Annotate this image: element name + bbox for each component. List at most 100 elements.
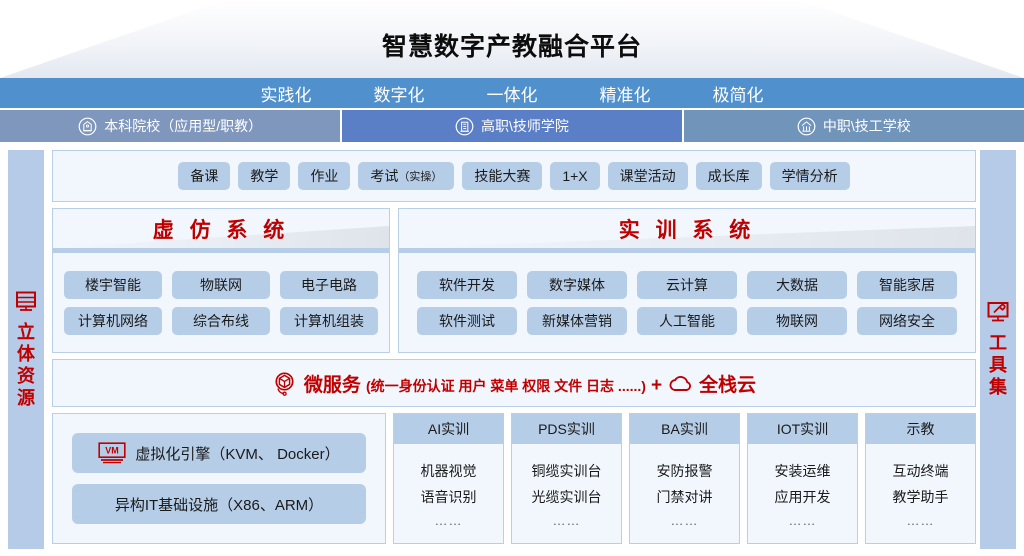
lab-card-header: PDS实训 — [512, 414, 621, 444]
microservice-text: 微服务 (统一身份认证 用户 菜单 权限 文件 日志 ......) + — [304, 370, 662, 397]
keyword-4: 极简化 — [712, 85, 764, 105]
keyword-2: 一体化 — [486, 85, 538, 105]
system-chip-xu_fang-0-2[interactable]: 电子电路 — [280, 270, 378, 299]
teaching-chip-label: 考试 — [370, 168, 399, 184]
teaching-chip-3[interactable]: 考试（实操） — [358, 162, 455, 190]
system-chip-shi_xun-0-1[interactable]: 数字媒体 — [527, 270, 627, 299]
school-tab-label: 中职\技工学校 — [822, 118, 911, 134]
system-chip-shi_xun-0-0[interactable]: 软件开发 — [417, 270, 517, 299]
lab-card-1[interactable]: PDS实训铜缆实训台光缆实训台 …… — [511, 413, 622, 544]
lab-item: 机器视觉 — [420, 463, 477, 479]
lab-item: 安装运维 — [774, 463, 831, 479]
lab-card-body: 互动终端教学助手…… — [866, 444, 975, 543]
cloud-icon — [668, 373, 693, 393]
rail-char-3: 源 — [17, 387, 35, 408]
system-chip-row: 楼宇智能物联网电子电路 — [64, 270, 378, 299]
university-icon — [78, 117, 97, 136]
left-rail-label: 立体资源 — [17, 322, 35, 410]
microservice-bar: 微服务 (统一身份认证 用户 菜单 权限 文件 日志 ......) + 全栈云 — [52, 359, 976, 407]
system-chip-xu_fang-1-0[interactable]: 计算机网络 — [64, 306, 162, 335]
infrastructure-chip-label: 异构IT基础设施（X86、ARM） — [114, 496, 324, 514]
lab-card-2[interactable]: BA实训安防报警门禁对讲…… — [629, 413, 740, 544]
teaching-chip-7[interactable]: 成长库 — [695, 162, 762, 190]
lab-card-body: 铜缆实训台光缆实训台 …… — [512, 444, 621, 543]
svg-text:VM: VM — [106, 445, 120, 455]
lab-card-header: IOT实训 — [748, 414, 857, 444]
teaching-chip-label: 成长库 — [707, 168, 750, 184]
system-chip-xu_fang-1-2[interactable]: 计算机组装 — [280, 306, 378, 335]
lab-card-4[interactable]: 示教互动终端教学助手…… — [865, 413, 976, 544]
system-chip-xu_fang-0-1[interactable]: 物联网 — [172, 270, 270, 299]
lab-item: …… — [906, 513, 935, 528]
system-chip-shi_xun-0-2[interactable]: 云计算 — [637, 270, 737, 299]
system-header: 实 训 系 统 — [399, 209, 975, 253]
teaching-chip-label: 课堂活动 — [619, 168, 676, 184]
rail-char-0: 工 — [989, 333, 1007, 354]
toolset-monitor-icon — [986, 300, 1010, 324]
school-icon — [797, 117, 816, 136]
system-chip-xu_fang-1-1[interactable]: 综合布线 — [172, 306, 270, 335]
lab-item: …… — [552, 513, 581, 528]
system-title: 虚 仿 系 统 — [152, 218, 290, 242]
system-chip-row: 计算机网络综合布线计算机组装 — [64, 306, 378, 335]
school-tab-label: 高职\技师学院 — [481, 118, 569, 134]
teaching-chip-1[interactable]: 教学 — [238, 162, 291, 190]
infrastructure-chip-label: 虚拟化引擎（KVM、 Docker） — [135, 445, 340, 463]
infrastructure-chip-1[interactable]: 异构IT基础设施（X86、ARM） — [72, 484, 366, 524]
microservice-main-label: 微服务 — [303, 374, 361, 396]
school-tab-0[interactable]: 本科院校（应用型/职教） — [0, 110, 341, 142]
lab-card-header: AI实训 — [394, 414, 503, 444]
school-tab-2[interactable]: 中职\技工学校 — [683, 110, 1024, 142]
system-header: 虚 仿 系 统 — [53, 209, 389, 253]
lab-item: 光缆实训台 — [531, 489, 602, 505]
lab-item: 铜缆实训台 — [531, 463, 602, 479]
page-title: 智慧数字产教融合平台 — [381, 33, 642, 61]
teaching-chip-0[interactable]: 备课 — [178, 162, 231, 190]
teaching-chip-8[interactable]: 学情分析 — [769, 162, 850, 190]
system-chip-row: 软件测试新媒体营销人工智能物联网网络安全 — [417, 306, 957, 335]
system-chip-shi_xun-1-4[interactable]: 网络安全 — [857, 306, 957, 335]
rail-char-2: 集 — [989, 376, 1007, 397]
system-chip-shi_xun-1-3[interactable]: 物联网 — [747, 306, 847, 335]
infrastructure-chip-0[interactable]: VM 虚拟化引擎（KVM、 Docker） — [72, 433, 366, 473]
teaching-chip-sublabel: （实操） — [398, 171, 443, 183]
lab-card-3[interactable]: IOT实训安装运维应用开发…… — [747, 413, 858, 544]
full-stack-cloud-label: 全栈云 — [699, 374, 757, 396]
labs-container: AI实训机器视觉语音识别 …… PDS实训铜缆实训台光缆实训台 …… BA实训安防报警门… — [393, 413, 976, 544]
system-body: 楼宇智能物联网电子电路计算机网络综合布线计算机组装 — [53, 253, 389, 352]
system-panel-xu_fang: 虚 仿 系 统楼宇智能物联网电子电路计算机网络综合布线计算机组装 — [52, 208, 390, 353]
school-tab-1[interactable]: 高职\技师学院 — [342, 110, 682, 142]
system-chip-shi_xun-0-4[interactable]: 智能家居 — [857, 270, 957, 299]
keyword-bar: 实践化数字化一体化精准化极简化 — [0, 78, 1024, 108]
lab-item: 语音识别 — [420, 489, 477, 505]
teaching-chip-label: 1+X — [562, 168, 588, 184]
system-chip-shi_xun-1-0[interactable]: 软件测试 — [417, 306, 517, 335]
rail-char-0: 立 — [17, 322, 35, 343]
microservice-icon — [272, 370, 298, 396]
stereo-resource-icon — [14, 289, 38, 313]
lab-card-0[interactable]: AI实训机器视觉语音识别 …… — [393, 413, 504, 544]
lab-item: 门禁对讲 — [656, 489, 713, 505]
system-chip-shi_xun-1-1[interactable]: 新媒体营销 — [527, 306, 627, 335]
rail-char-1: 体 — [17, 344, 35, 365]
rail-char-2: 资 — [17, 366, 35, 386]
teaching-chip-6[interactable]: 课堂活动 — [607, 162, 688, 190]
system-chip-shi_xun-0-3[interactable]: 大数据 — [747, 270, 847, 299]
system-chip-xu_fang-0-0[interactable]: 楼宇智能 — [64, 270, 162, 299]
lab-item: …… — [788, 513, 817, 528]
lab-item: …… — [434, 513, 463, 528]
teaching-chip-5[interactable]: 1+X — [550, 162, 600, 190]
systems-row: 虚 仿 系 统楼宇智能物联网电子电路计算机网络综合布线计算机组装实 训 系 统软… — [52, 208, 976, 353]
teaching-chip-4[interactable]: 技能大赛 — [462, 162, 543, 190]
teaching-chip-2[interactable]: 作业 — [298, 162, 351, 190]
right-rail-label: 工具集 — [989, 333, 1007, 399]
lab-card-body: 安防报警门禁对讲…… — [630, 444, 739, 543]
system-chip-shi_xun-1-2[interactable]: 人工智能 — [637, 306, 737, 335]
infrastructure-panel: VM 虚拟化引擎（KVM、 Docker） 异构IT基础设施（X86、ARM） — [52, 413, 386, 544]
system-body: 软件开发数字媒体云计算大数据智能家居软件测试新媒体营销人工智能物联网网络安全 — [399, 253, 975, 352]
lab-item: 互动终端 — [892, 463, 949, 479]
keyword-1: 数字化 — [373, 85, 425, 105]
